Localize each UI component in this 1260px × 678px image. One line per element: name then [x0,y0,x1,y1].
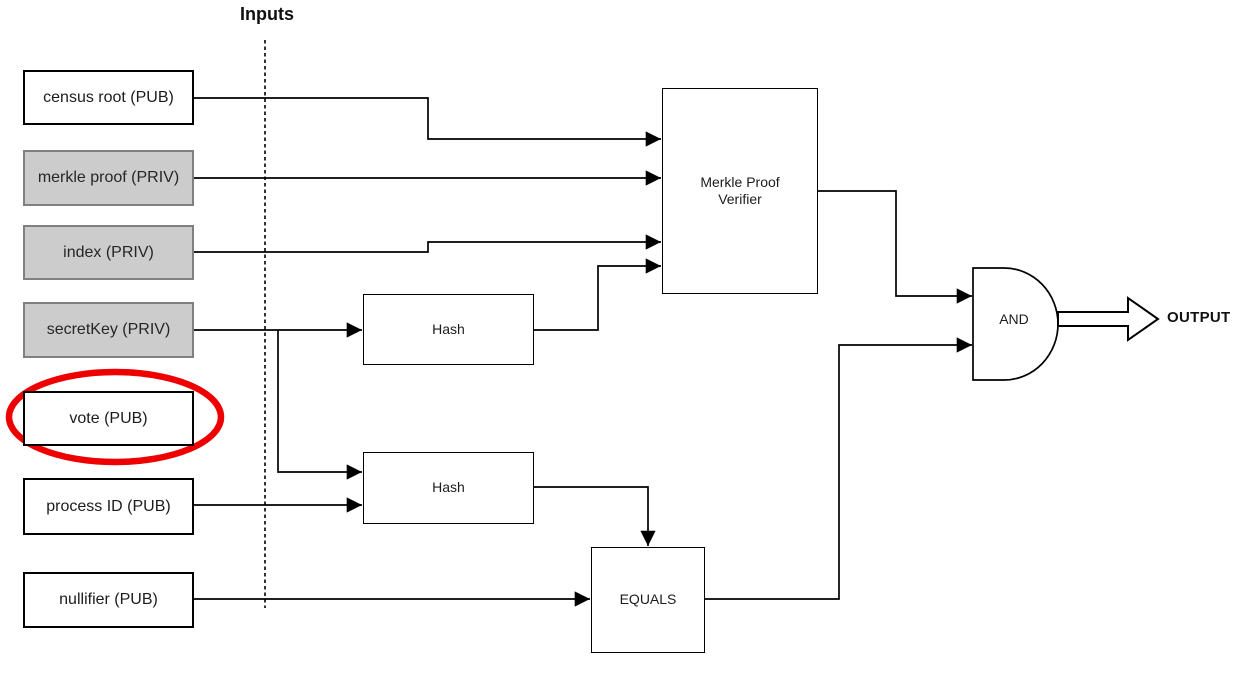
input-node-census-root[interactable]: census root (PUB) [23,70,194,125]
edge-equals-to-and [705,337,972,600]
hash-1-label: Hash [432,320,465,337]
input-node-merkle-proof[interactable]: merkle proof (PRIV) [23,150,194,206]
secretkey-label: secretKey (PRIV) [46,321,171,338]
and-gate-label: AND [999,311,1029,327]
input-node-secretkey[interactable]: secretKey (PRIV) [23,302,194,358]
merkle-proof-verifier-label: Merkle Proof Verifier [700,173,780,208]
edge-verifier-to-and [818,190,972,304]
edge-hash1-to-verifier [534,258,661,331]
merkle-proof-label: merkle proof (PRIV) [37,169,180,186]
input-node-nullifier[interactable]: nullifier (PUB) [23,572,194,628]
block-merkle-proof-verifier[interactable]: Merkle Proof Verifier [662,88,818,294]
input-node-vote[interactable]: vote (PUB) [23,391,194,446]
equals-label: EQUALS [619,591,677,608]
edge-census-root-to-verifier [194,97,661,147]
vote-highlight-ellipse [5,368,225,466]
process-id-label: process ID (PUB) [46,497,171,515]
index-label: index (PRIV) [63,243,154,261]
nullifier-label: nullifier (PUB) [59,591,158,608]
inputs-section-label: Inputs [240,4,294,24]
vote-label: vote (PUB) [69,409,148,427]
block-hash-2[interactable]: Hash [363,452,534,524]
block-equals[interactable]: EQUALS [591,547,705,653]
edge-hash2-to-equals [534,486,656,546]
block-hash-1[interactable]: Hash [363,294,534,365]
output-label: OUTPUT [1167,309,1231,326]
input-node-index[interactable]: index (PRIV) [23,225,194,280]
edge-secretkey-to-hash2 [277,330,362,480]
census-root-label: census root (PUB) [43,88,174,106]
hash-2-label: Hash [432,479,465,496]
edge-index-to-verifier [194,234,661,253]
output-block-arrow [1057,296,1160,342]
input-node-process-id[interactable]: process ID (PUB) [23,478,194,535]
